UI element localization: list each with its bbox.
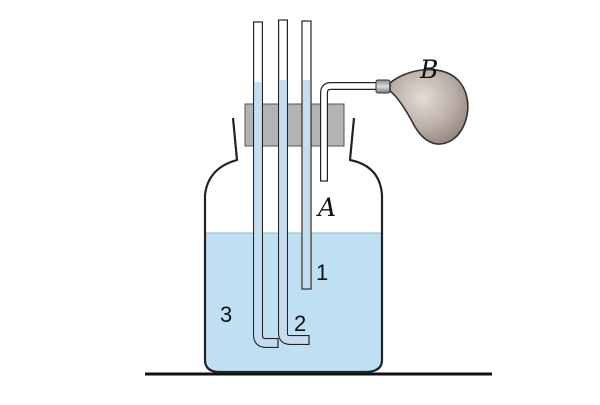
bulb-neck	[375, 79, 391, 94]
tube-1-water	[303, 80, 310, 288]
tube-2	[278, 19, 310, 345]
label-bulb-b: B	[419, 55, 438, 84]
jar	[203, 117, 384, 374]
tube-1	[301, 20, 312, 290]
tube-2-water	[279, 80, 309, 344]
rubber-bulb	[375, 68, 469, 145]
label-tube-1: 1	[316, 260, 328, 285]
label-tube-end-a: A	[316, 193, 336, 222]
air-tube	[320, 82, 378, 182]
jar-water	[205, 233, 382, 372]
label-tube-3: 3	[220, 302, 232, 327]
tube-3	[253, 21, 279, 348]
tube-3-water	[254, 82, 278, 347]
label-tube-2: 2	[294, 311, 306, 336]
